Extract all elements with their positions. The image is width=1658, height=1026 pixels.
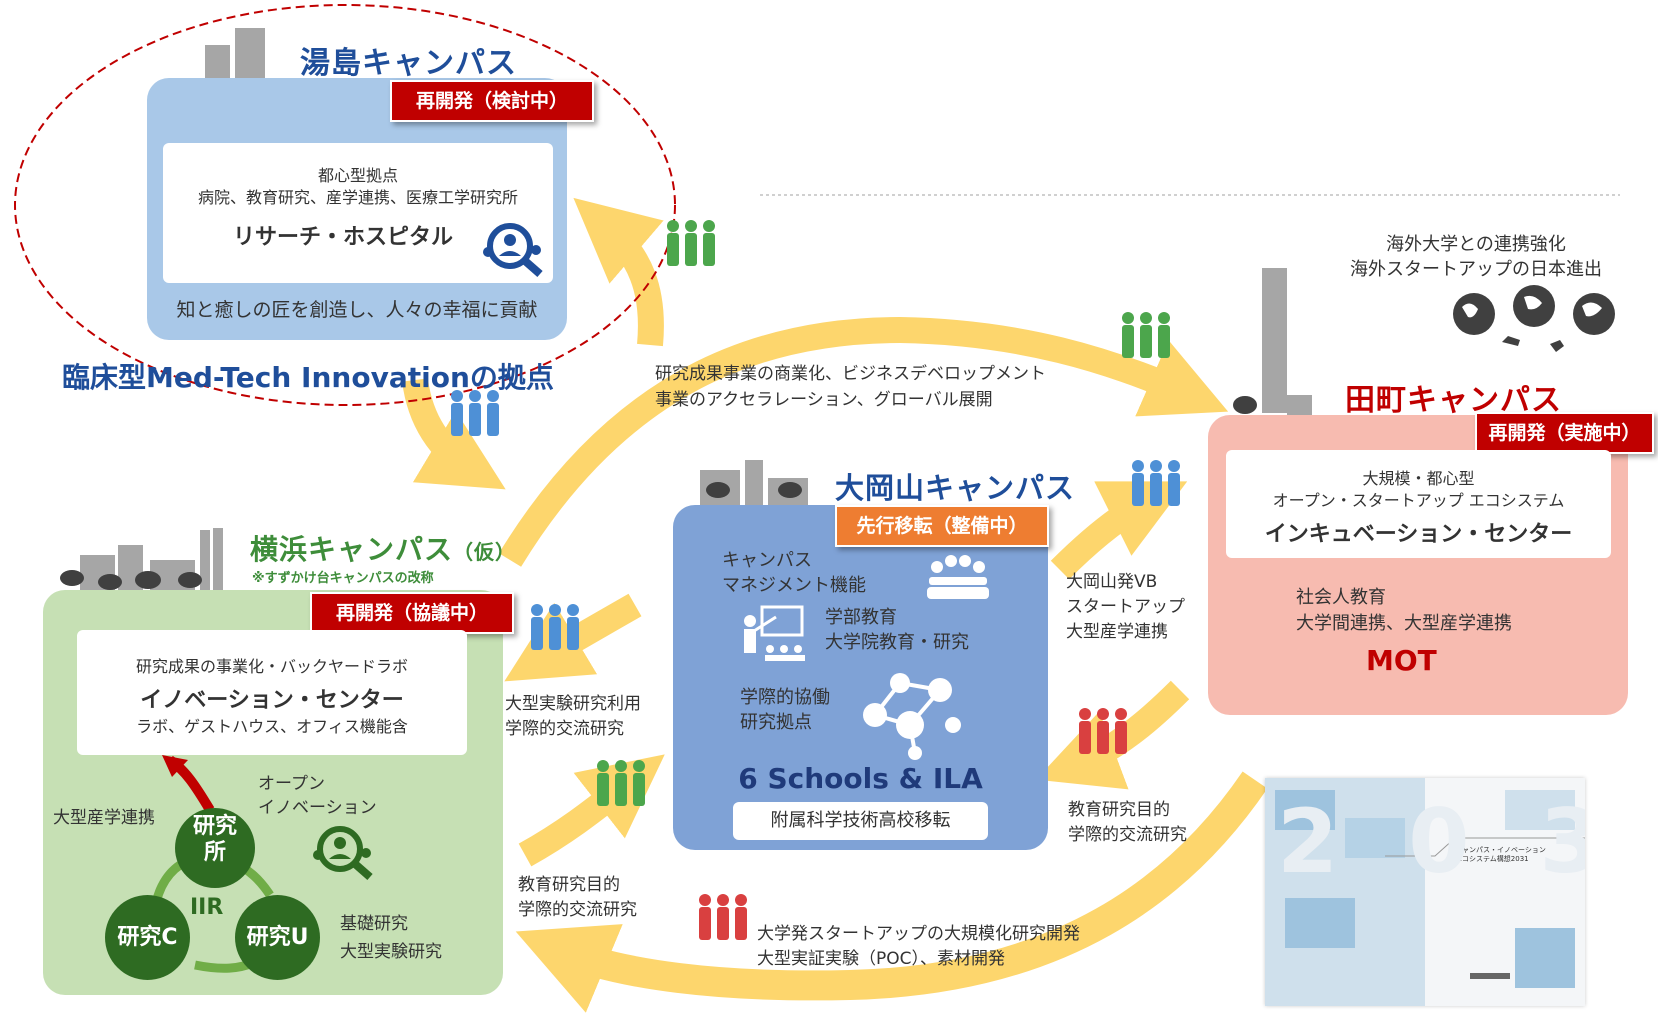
ookayama-schools: 6 Schools & ILA: [738, 762, 983, 795]
iir-center-label: IIR: [190, 895, 224, 920]
people-icon-blue: [1132, 460, 1180, 506]
flow-ookayama-to-yokohama-label: 大型実験研究利用 学際的交流研究: [505, 694, 641, 739]
yokohama-basic: 基礎研究 大型実験研究: [340, 914, 442, 962]
tamachi-edu: 社会人教育 大学間連携、大型産学連携: [1296, 587, 1512, 634]
arrow-top-arc: [498, 316, 1229, 567]
people-icon-blue: [451, 390, 499, 436]
iir-left-circle: 研究C: [105, 895, 190, 980]
tamachi-badge: 再開発（実施中）: [1475, 412, 1654, 454]
arrow-to-yokohama: [402, 378, 506, 490]
lecture-icon: [740, 605, 810, 669]
yokohama-badge: 再開発（協議中）: [310, 592, 514, 634]
yushima-highlight-ellipse: [14, 4, 676, 406]
yushima-title: 湯島キャンパス: [300, 46, 517, 81]
meeting-icon: [925, 553, 991, 607]
yushima-feature: リサーチ・ホスピタル: [232, 225, 453, 250]
arrow-tamachi-to-ookayama: [1036, 680, 1190, 790]
tamachi-line1: 大規模・都心型: [1362, 469, 1475, 488]
research-search-icon: [480, 222, 550, 282]
tamachi-mot: MOT: [1366, 644, 1437, 677]
yushima-caption: 臨床型Med-Tech Innovationの拠点: [62, 361, 554, 394]
people-icon-green: [667, 220, 715, 266]
yushima-mission: 知と癒しの匠を創造し、人々の幸福に貢献: [176, 299, 538, 321]
people-icon-blue: [531, 604, 579, 650]
brochure-title: キャンパス・イノベーション エコシステム構想2031: [1455, 846, 1546, 863]
yokohama-line1: 研究成果の事業化・バックヤードラボ: [135, 657, 408, 676]
globe-icons: [1452, 282, 1622, 366]
flow-ookayama-to-tamachi-label: 大岡山発VB スタートアップ 大型産学連携: [1066, 572, 1185, 642]
ookayama-mgmt: キャンパス マネジメント機能: [722, 550, 866, 596]
people-icon-green: [597, 760, 645, 806]
tamachi-info-box: 大規模・都心型 オープン・スタートアップ エコシステム インキュベーション・セン…: [1226, 450, 1611, 558]
yokohama-line2: ラボ、ゲストハウス、オフィス機能含: [136, 717, 408, 736]
yokohama-industry: 大型産学連携: [53, 808, 155, 828]
iir-top-circle: 研究 所: [175, 808, 255, 888]
ookayama-highschool: 附属科学技術高校移転: [733, 802, 988, 840]
ookayama-hub: 学際的協働 研究拠点: [740, 687, 830, 733]
ookayama-title: 大岡山キャンパス: [835, 471, 1076, 505]
yushima-info-box: 都心型拠点 病院、教育研究、産学連携、医療工学研究所 リサーチ・ホスピタル: [163, 143, 553, 283]
iir-right-circle: 研究U: [235, 895, 320, 980]
yokohama-feature: イノベーション・センター: [140, 688, 404, 713]
ookayama-edu: 学部教育 大学院教育・研究: [825, 607, 969, 653]
yokohama-title: 横浜キャンパス: [250, 533, 454, 566]
arrow-ookayama-to-yokohama: [504, 593, 642, 682]
brochure-digits: 2031: [1277, 790, 1585, 893]
tamachi-global: 海外大学との連携強化 海外スタートアップの日本進出: [1350, 234, 1602, 280]
yushima-line2: 病院、教育研究、産学連携、医療工学研究所: [197, 188, 518, 207]
yokohama-info-box: 研究成果の事業化・バックヤードラボ イノベーション・センター ラボ、ゲストハウス…: [77, 630, 467, 755]
flow-top-arc-label: 研究成果事業の商業化、ビジネスデベロップメント 事業のアクセラレーション、グロー…: [655, 364, 1046, 410]
yokohama-title-suffix: （仮）: [453, 540, 517, 564]
network-icon: [855, 665, 965, 764]
flow-yokohama-to-ookayama-label: 教育研究目的 学際的交流研究: [518, 875, 637, 920]
people-icon-red: [1079, 708, 1127, 754]
ookayama-panel: [673, 505, 1048, 850]
people-icon-green: [1122, 312, 1170, 358]
people-icon-red: [699, 894, 747, 940]
arrow-ookayama-to-tamachi: [1050, 481, 1188, 580]
arrow-bottom-arc: [515, 771, 1268, 1013]
tamachi-feature: インキュベーション・センター: [1264, 522, 1573, 547]
yokohama-title-wrap: 横浜キャンパス（仮）: [250, 528, 516, 568]
open-innovation-icon: [310, 825, 380, 885]
yokohama-open-innovation: オープン イノベーション: [258, 774, 377, 818]
yushima-badge: 再開発（検討中）: [390, 80, 594, 122]
ookayama-badge: 先行移転（整備中）: [835, 505, 1049, 547]
arrow-to-yushima: [573, 197, 664, 347]
brochure-image: キャンパス・イノベーション エコシステム構想2031 2031: [1265, 778, 1585, 1006]
flow-tamachi-to-ookayama-label: 教育研究目的 学際的交流研究: [1068, 800, 1187, 845]
yushima-line1: 都心型拠点: [317, 166, 398, 185]
yokohama-note: ※すずかけ台キャンパスの改称: [252, 571, 434, 586]
flow-bottom-arc-label: 大学発スタートアップの大規模化研究開発 大型実証実験（POC）、素材開発: [757, 924, 1080, 969]
tamachi-line2: オープン・スタートアップ エコシステム: [1272, 491, 1565, 510]
